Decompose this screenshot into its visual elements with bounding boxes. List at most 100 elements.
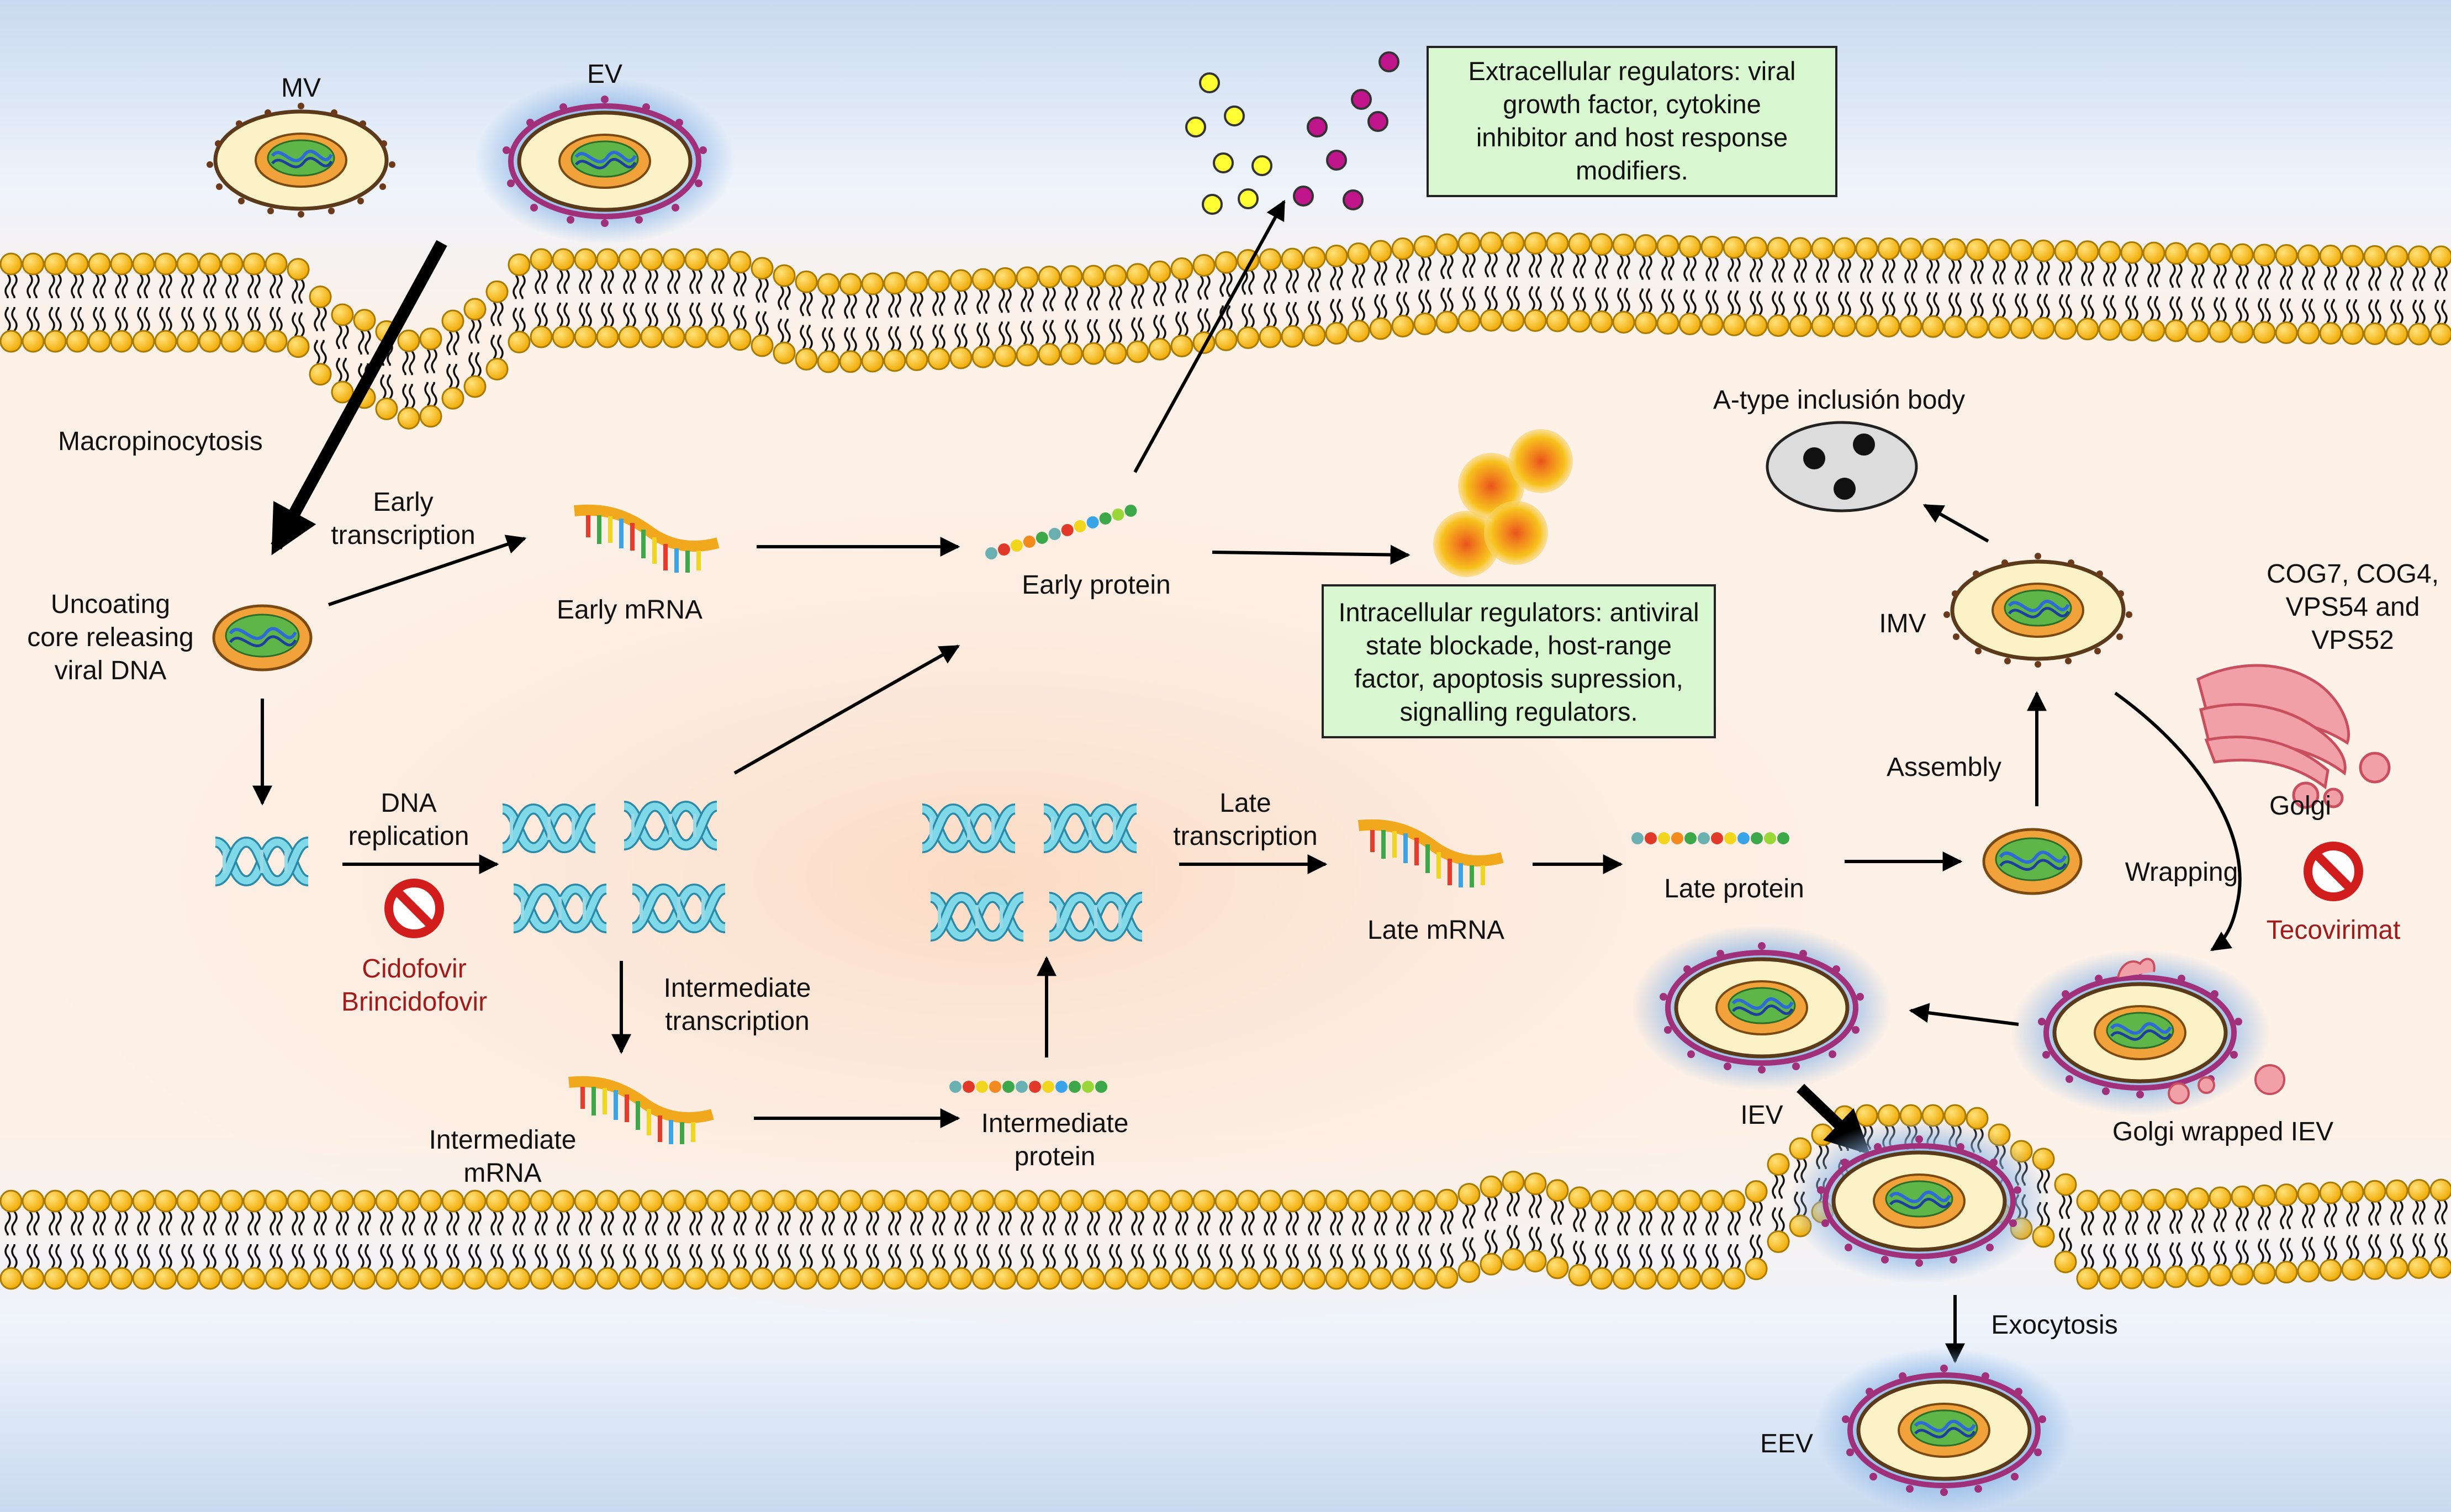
lipid-head [1148,1189,1171,1213]
lipid-tails [2434,1199,2448,1258]
lipid-head [1502,1170,1525,1193]
lipid-head [706,248,730,271]
extracellular-line-1: Extracellular regulators: viral [1469,56,1796,86]
lipid-head [530,325,553,348]
lipid-tails [1971,260,1984,318]
lipid-tails [2037,261,2050,319]
lipid-tails [2147,263,2161,321]
lipid-head [817,273,840,296]
lipid-head [994,1267,1017,1290]
lipid-head [1369,317,1392,340]
lipid-head [1435,1188,1459,1212]
lipid-tails [2059,261,2072,319]
lipid-head [154,330,177,353]
lipid-head [2054,1250,2077,1273]
lipid-tails [778,1210,791,1269]
lipid-head [154,252,177,276]
lipid-head [353,1267,376,1290]
golgi-wrapped-iev [2010,950,2270,1116]
lipid-tails [557,1210,570,1269]
lipid-tails [446,1210,459,1269]
lipid-head [994,267,1017,290]
lipid-head [419,1267,442,1290]
lipid-tails [1131,284,1144,342]
intracellular-line-3: factor, apoptosis supression, [1354,664,1683,693]
lipid-tails [2302,265,2315,324]
lipid-tails [1242,270,1255,328]
lipid-tails [623,269,636,327]
lipid-tails [1352,263,1365,321]
lipid-head [1104,265,1127,288]
lipid-tails [71,1210,84,1269]
lipid-head [0,1189,23,1213]
lipid-head [927,347,950,371]
lipid-head [1833,237,1856,260]
uncoating-label-1: Uncoating [51,590,170,619]
lipid-head [1502,309,1525,332]
lipid-head [751,334,774,357]
lipid-head [905,1189,928,1213]
lipid-head [1723,1267,1746,1290]
lipid-head [1833,314,1856,337]
cog-label-2: VPS54 and [2286,593,2420,622]
lipid-tails [1639,1210,1652,1269]
lipid-head [331,303,354,326]
lipid-tails [137,273,150,332]
lipid-head [1634,234,1657,257]
lipid-tails [1264,1210,1277,1269]
lipid-tails [1175,278,1188,336]
arrow-to-inclusion-body [1922,504,1989,543]
lipid-tails [1772,258,1785,316]
lipid-head [1457,1183,1481,1206]
lipid-head [1281,1189,1304,1213]
lipid-head [949,1189,973,1213]
lipid-head [220,252,244,276]
lipid-tails [1242,1210,1255,1269]
lipid-tails [203,1210,216,1269]
lipid-head [2253,1261,2276,1284]
lipid-tails [159,1210,172,1269]
lipid-head [463,298,487,321]
a-type-inclusion-body [1766,421,1918,512]
lipid-head [2120,318,2143,341]
lipid-head [2054,1173,2077,1196]
lipid-head [397,406,420,430]
lipid-tails [27,1210,40,1269]
lipid-tails [2346,1202,2359,1260]
lipid-tails [1374,261,1387,319]
lipid-head [596,1189,619,1213]
lipid-head [2010,316,2033,340]
lipid-head [1325,1267,1348,1290]
lipid-head [44,1189,67,1213]
lipid-head [242,1189,266,1213]
lipid-tails [247,273,261,332]
lipid-head [1391,315,1414,338]
lipid-tails [137,1210,150,1269]
lipid-head [1546,1256,1569,1280]
lipid-head [706,1189,730,1213]
lipid-tails [1705,1210,1719,1269]
intracellular-line-1: Intracellular regulators: antiviral [1338,598,1699,627]
lipid-head [1413,1189,1436,1213]
lipid-head [949,346,973,369]
lipid-head [44,1267,67,1290]
lipid-tails [115,1210,128,1269]
lipid-head [441,1267,464,1290]
lipid-head [574,1189,597,1213]
lipid-head [1943,238,1967,261]
lipid-head [2120,1189,2143,1212]
lipid-tails [1860,258,1873,316]
lipid-tails [711,269,725,327]
lipid-head [2164,242,2188,265]
lipid-tails [2125,1210,2138,1268]
lipid-tails [1308,1210,1321,1269]
lipid-head [861,1267,884,1290]
tecovirimat-block-icon [2308,846,2359,897]
lipid-tails [2236,1207,2249,1265]
lipid-tails [446,331,459,389]
lipid-tails [535,1210,548,1269]
lipid-head [574,1267,597,1290]
early-transcription-label-1: Early [373,488,433,517]
extracellular-particles [1185,51,1399,215]
lipid-head [22,252,45,276]
